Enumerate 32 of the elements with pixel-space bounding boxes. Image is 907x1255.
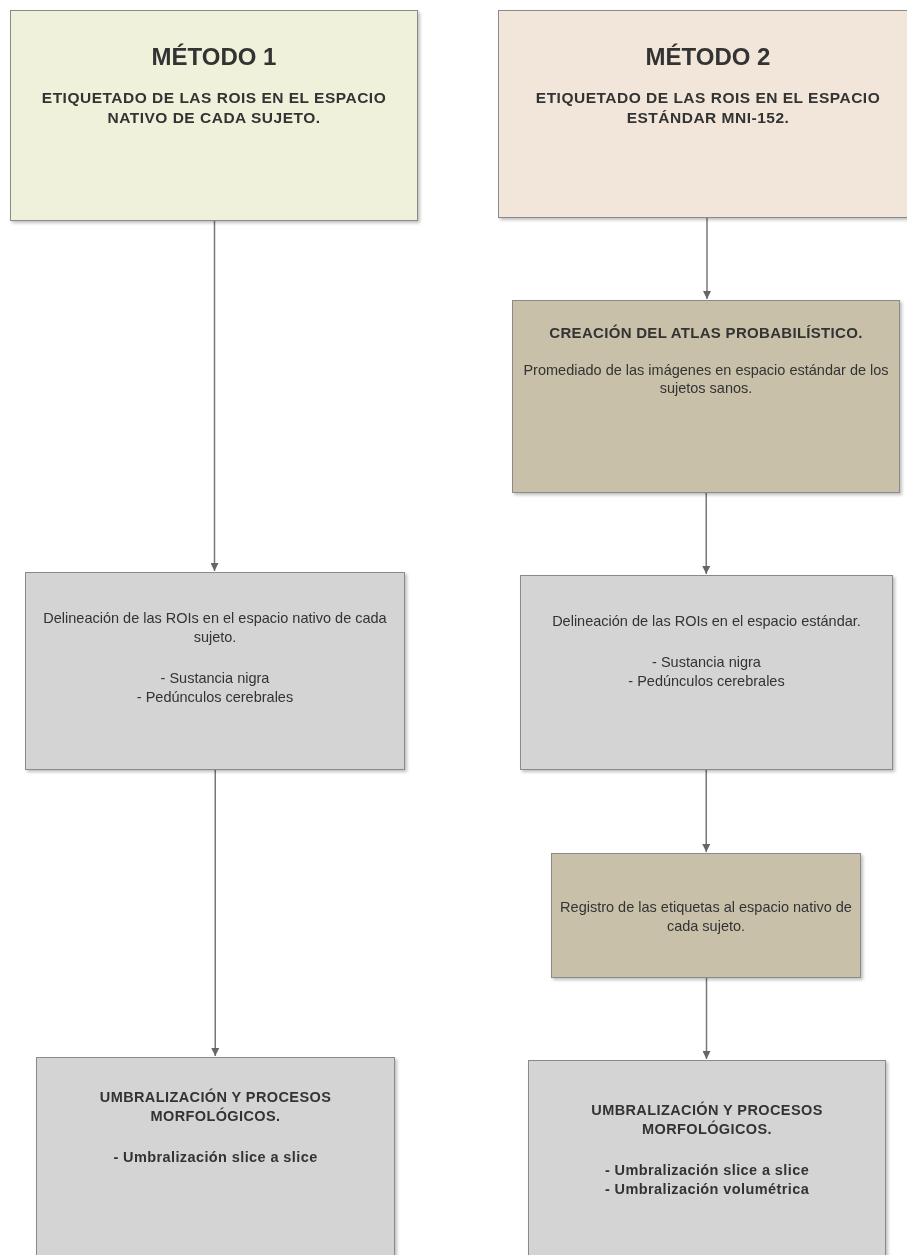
arrow xyxy=(702,492,711,575)
arrow xyxy=(210,220,219,572)
arrow xyxy=(211,769,220,1057)
box-text: Delineación de las ROIs en el espacio nativo de cada sujeto. xyxy=(42,609,388,647)
process-box xyxy=(25,572,405,770)
box-text: ETIQUETADO DE LAS ROIS EN EL ESPACIO ESTÁNDAR MNI-152. xyxy=(534,88,882,129)
box-text: ETIQUETADO DE LAS ROIS EN EL ESPACIO NATIVO DE CADA SUJETO. xyxy=(40,88,388,129)
box-heading: UMBRALIZACIÓN Y PROCESOS MORFOLÓGICOS. xyxy=(98,1088,333,1126)
box-text: - Sustancia nigra xyxy=(160,668,270,688)
box-text: - Sustancia nigra xyxy=(652,652,761,672)
process-box xyxy=(498,10,907,218)
box-text: - Pedúnculos cerebrales xyxy=(136,687,294,707)
process-box xyxy=(520,575,893,770)
arrow xyxy=(702,977,711,1060)
process-box xyxy=(36,1057,395,1255)
box-text: Promediado de las imágenes en espacio estándar de los sujetos sanos. xyxy=(522,360,890,399)
box-heading: UMBRALIZACIÓN Y PROCESOS MORFOLÓGICOS. xyxy=(590,1101,824,1139)
arrow xyxy=(702,769,711,853)
box-text: - Umbralización slice a slice xyxy=(604,1160,810,1180)
box-heading: MÉTODO 2 xyxy=(645,42,771,72)
process-box xyxy=(512,300,900,493)
box-text: Delineación de las ROIs en el espacio estándar. xyxy=(552,612,861,631)
box-heading: CREACIÓN DEL ATLAS PROBABILÍSTICO. xyxy=(549,323,863,343)
box-text: - Umbralización volumétrica xyxy=(604,1179,810,1199)
box-text: - Umbralización slice a slice xyxy=(113,1147,318,1167)
process-box xyxy=(551,853,861,978)
box-text: - Pedúnculos cerebrales xyxy=(628,671,785,691)
process-box xyxy=(10,10,418,221)
box-heading: MÉTODO 1 xyxy=(151,42,277,72)
box-text: Registro de las etiquetas al espacio nativo de cada sujeto. xyxy=(559,898,853,936)
process-box xyxy=(528,1060,886,1255)
arrow xyxy=(703,217,711,300)
